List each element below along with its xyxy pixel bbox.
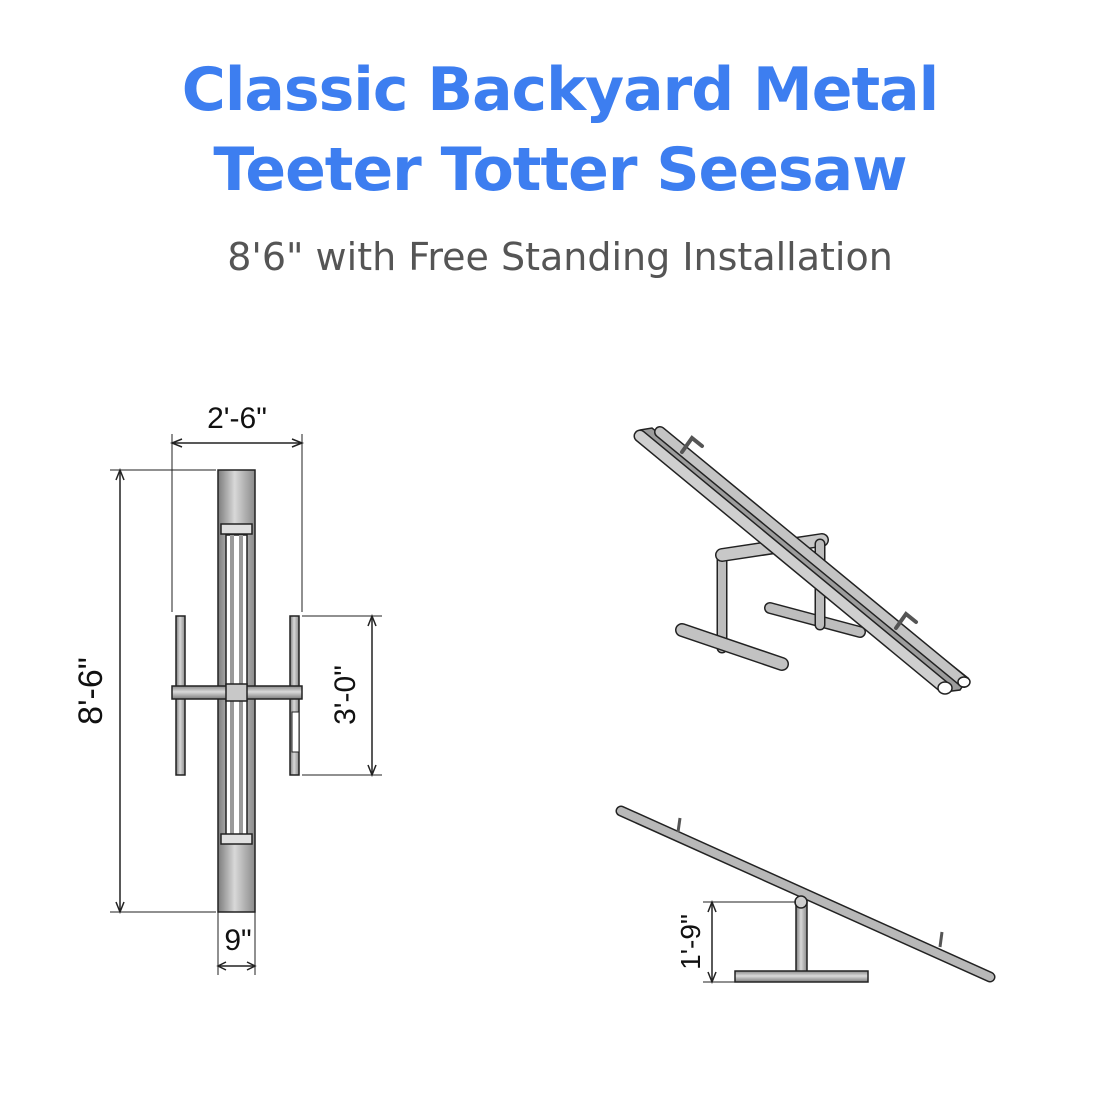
base-label: 3'-0" <box>329 665 362 725</box>
seat-width-label: 9" <box>224 924 251 957</box>
handle-bottom <box>220 833 253 845</box>
width-dimension <box>169 434 305 612</box>
handle-top <box>220 523 253 535</box>
seat-width-dimension <box>216 912 257 975</box>
height-dimension <box>703 899 796 985</box>
perspective-handle-bottom <box>894 611 918 630</box>
width-label: 2'-6" <box>207 402 267 435</box>
perspective-view <box>633 426 971 695</box>
page-subtitle: 8'6" with Free Standing Installation <box>227 235 893 279</box>
height-label: 1'-9" <box>675 914 706 970</box>
title-line-1: Classic Backyard Metal <box>181 55 939 125</box>
length-dimension <box>110 467 216 915</box>
page-title: Classic Backyard Metal Teeter Totter See… <box>0 50 1120 210</box>
side-base <box>734 970 869 983</box>
side-view: 1'-9" <box>615 805 996 985</box>
top-view: 2'-6" 8'-6" 3'-0" <box>72 402 382 975</box>
length-label: 8'-6" <box>72 657 110 725</box>
side-post <box>795 900 808 980</box>
perspective-handle-top <box>680 435 704 454</box>
title-line-2: Teeter Totter Seesaw <box>213 135 907 205</box>
base-dimension <box>302 613 382 778</box>
